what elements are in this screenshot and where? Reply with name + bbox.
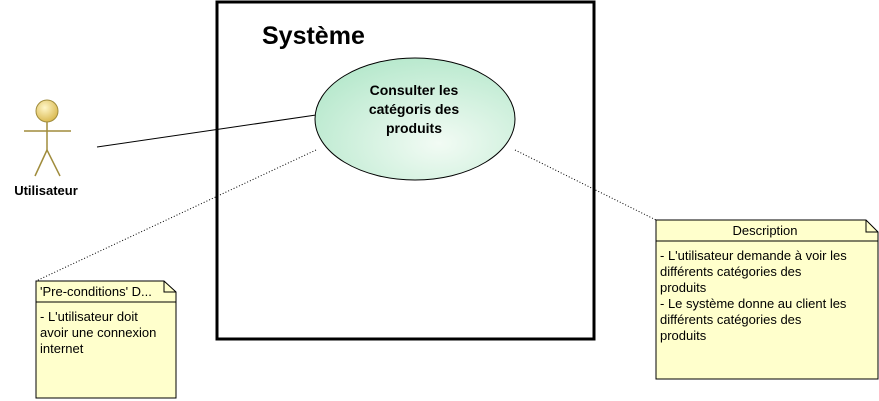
note-preconditions-shape xyxy=(35,280,177,399)
actor-head xyxy=(35,99,59,123)
note-preconditions-body: - L'utilisateur doit avoir une connexion… xyxy=(40,309,157,356)
note-preconditions-fold xyxy=(163,281,176,293)
note-anchor-description xyxy=(514,149,657,221)
note-preconditions-title: 'Pre-conditions' D... xyxy=(40,284,152,299)
use-case-ellipse[interactable] xyxy=(314,57,516,181)
note-preconditions[interactable] xyxy=(35,280,177,399)
note-description-shape xyxy=(655,219,879,380)
association-line[interactable] xyxy=(96,114,317,148)
actor-figure[interactable] xyxy=(24,99,71,177)
note-description[interactable] xyxy=(655,219,879,380)
actor-left-leg xyxy=(34,149,48,177)
note-description-body: - L'utilisateur demande à voir les diffé… xyxy=(660,248,847,343)
actor-right-leg xyxy=(46,149,61,177)
note-description-fold xyxy=(865,220,878,233)
note-anchor-preconditions xyxy=(35,149,317,282)
actor-name: Utilisateur xyxy=(14,183,78,198)
use-case-label: Consulter les catégoris des produits xyxy=(346,81,482,138)
system-title: Système xyxy=(262,22,365,50)
use-case-label-text: Consulter les catégoris des produits xyxy=(368,82,460,136)
note-description-title: Description xyxy=(732,223,798,238)
